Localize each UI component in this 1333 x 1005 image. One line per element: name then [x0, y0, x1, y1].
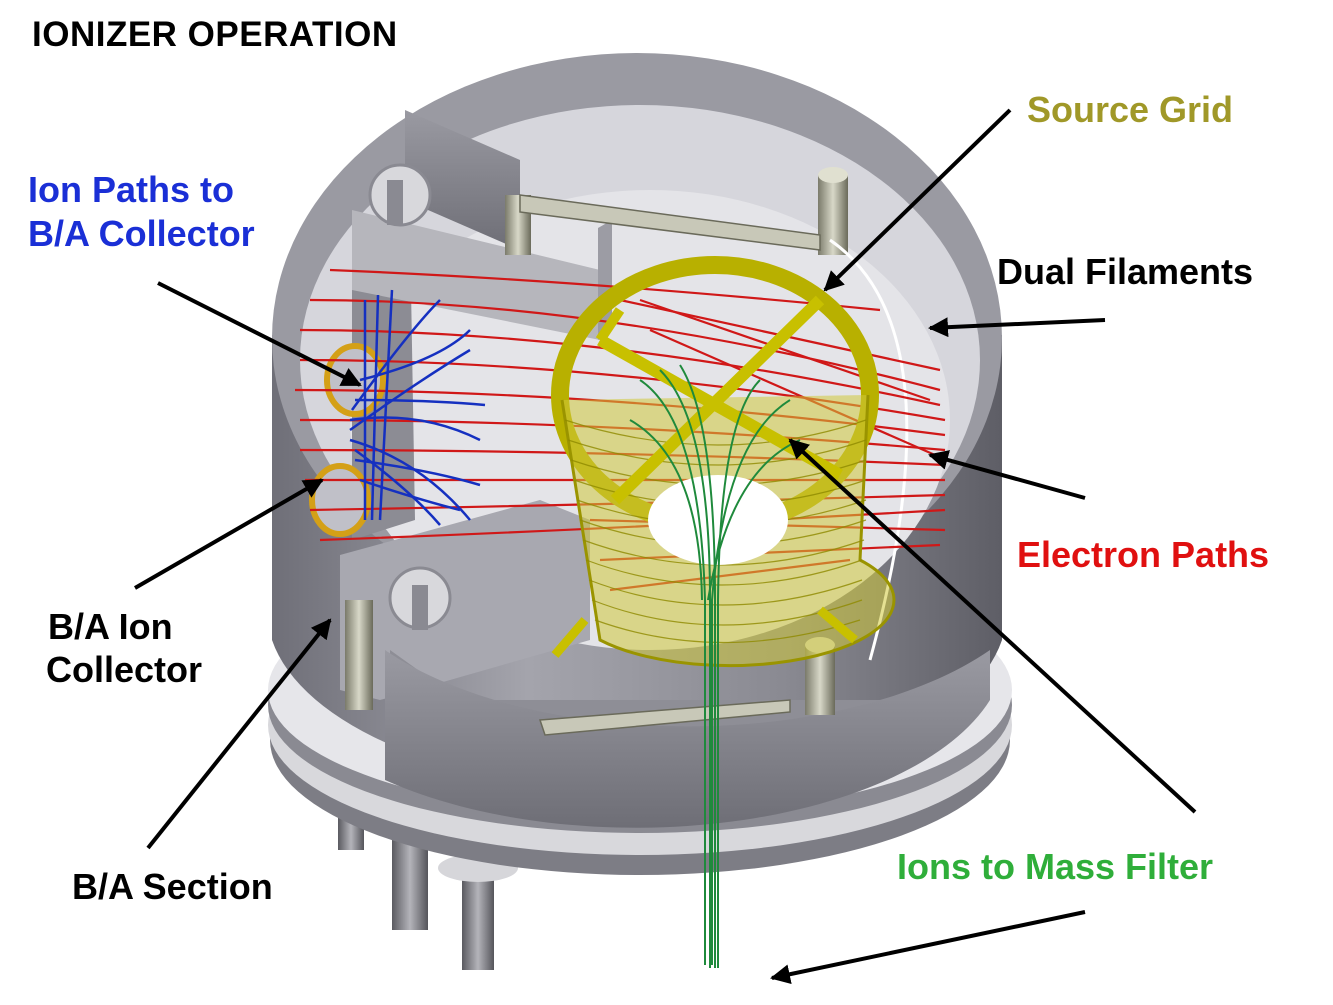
arrow-source-grid [823, 108, 1012, 292]
label-ion-paths-line2: B/A Collector [28, 213, 255, 254]
arrow-ions-to-mass-filter [770, 910, 1086, 985]
label-source-grid: Source Grid [1027, 89, 1234, 130]
label-ba-ion-collector-line2: Collector [46, 649, 203, 690]
source-grid-coil [551, 256, 896, 668]
filament-bars [519, 194, 909, 736]
label-ba-section: B/A Section [72, 866, 273, 907]
arrow-ion-paths [157, 281, 362, 387]
arrow-mass-filter-grid [788, 438, 1197, 814]
arrow-electron-paths [928, 450, 1086, 500]
mass-ion-lines [629, 364, 801, 968]
label-ion-paths-line1: Ion Paths to [28, 169, 234, 210]
label-ions-to-mass-filter: Ions to Mass Filter [897, 846, 1214, 887]
label-dual-filaments: Dual Filaments [997, 251, 1254, 292]
page-title: IONIZER OPERATION [32, 15, 398, 54]
arrow-ba-section [146, 618, 332, 850]
label-electron-paths: Electron Paths [1017, 534, 1270, 575]
arrow-dual-filaments [928, 317, 1106, 338]
arrow-ba-ion-collector [133, 478, 324, 590]
label-ba-ion-collector-line1: B/A Ion [48, 606, 173, 647]
ion-path-lines [349, 289, 486, 526]
callout-arrows [133, 108, 1197, 985]
inner-baffles [340, 110, 990, 828]
